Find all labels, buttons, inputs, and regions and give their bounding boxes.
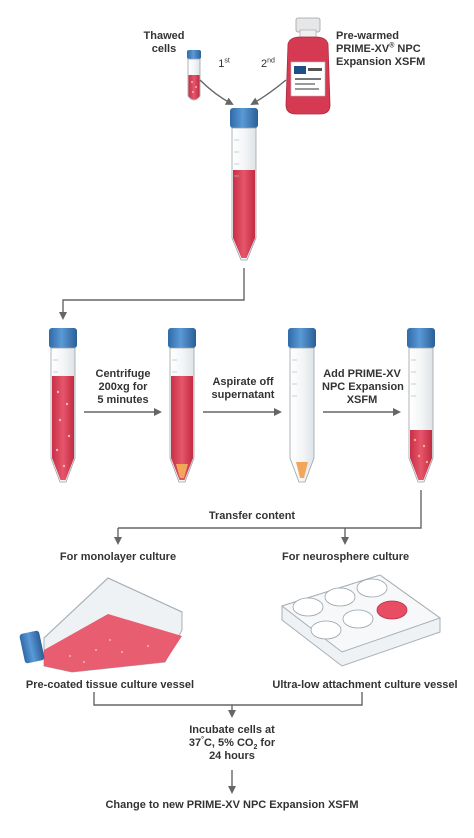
transfer-label: Transfer content [208,510,296,522]
medium-bottle [285,17,331,115]
medium-label-line3: Expansion XSFM [336,56,426,68]
aspirate-label: Aspirate off supernatant [211,376,275,401]
thawed-cells-vial [187,50,201,101]
step-first-label: 1st [218,57,230,70]
tube-resuspended [407,328,435,483]
final-step-label: Change to new PRIME-XV NPC Expansion XSF… [105,799,359,811]
monolayer-vessel-label: Pre-coated tissue culture vessel [25,679,195,691]
step-second-label: 2nd [261,57,275,70]
incubate-label: Incubate cells at 37°C, 5% CO2 for 24 ho… [188,724,276,762]
medium-label: Pre-warmed PRIME-XV® NPC Expansion XSFM [336,30,446,69]
medium-label-line1: Pre-warmed [336,30,399,42]
arrow-vial-to-tube [199,79,234,105]
tube-before-centrifuge [49,328,77,483]
arrow-to-step-row [59,268,245,320]
centrifuge-label: Centrifuge 200xg for 5 minutes [95,368,151,406]
thawed-cells-label: Thawed cells [142,30,186,56]
arrow-bottle-to-tube [250,79,287,105]
monolayer-title: For monolayer culture [59,551,177,563]
thawed-label-line2: cells [151,43,177,55]
arrow-merge [93,692,363,706]
medium-label-line2: PRIME-XV® NPC [336,42,421,55]
arrow-transfer-split [118,490,422,529]
tissue-culture-flask [19,577,183,673]
neurosphere-title: For neurosphere culture [282,551,410,563]
tube-after-centrifuge [168,328,196,483]
tube-after-aspiration [288,328,316,483]
neurosphere-vessel-label: Ultra-low attachment culture vessel [272,679,458,691]
six-well-plate [280,574,442,667]
thawed-label-line1: Thawed [143,30,185,42]
add-medium-label: Add PRIME-XV NPC Expansion XSFM [322,368,404,406]
conical-tube-mixing [230,108,258,261]
